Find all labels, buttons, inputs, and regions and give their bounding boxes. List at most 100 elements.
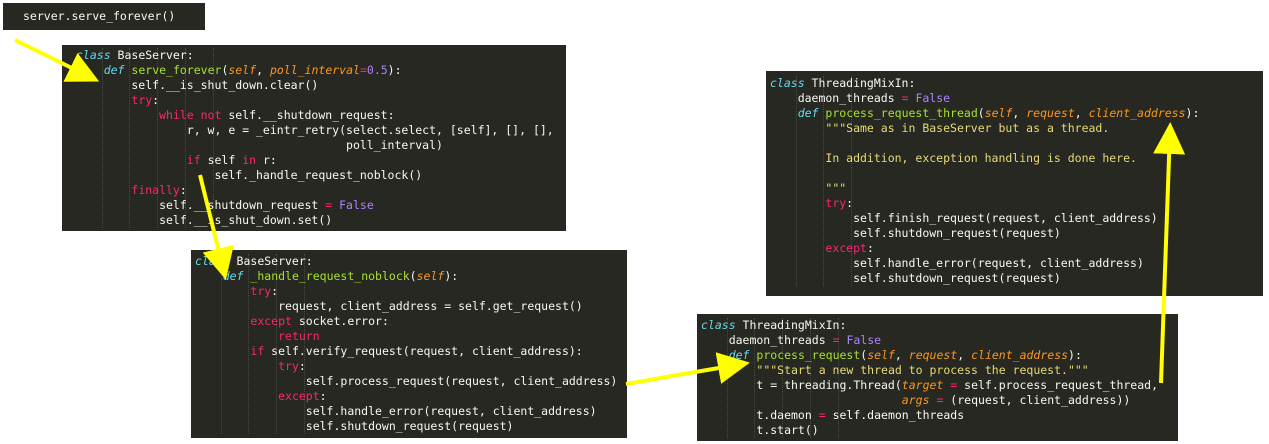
code-token [701, 348, 729, 362]
code-line: """ [770, 181, 1199, 196]
code-token: = [936, 393, 944, 407]
code-token: (request, client_address)) [943, 393, 1131, 407]
indent-guide [809, 318, 811, 438]
code-token: self.__shutdown_request: [221, 108, 395, 122]
code-panel-process-request: class ThreadingMixIn: daemon_threads = F… [697, 314, 1178, 441]
code-token: ( [221, 63, 229, 77]
code-line: self.handle_error(request, client_addres… [195, 404, 617, 419]
code-line: self.shutdown_request(request) [195, 419, 617, 434]
indent-guide [754, 318, 756, 438]
code-line: def serve_forever(self, poll_interval=0.… [76, 63, 554, 78]
code-token: finally [131, 183, 180, 197]
code-token: self.process_request(request, client_add… [195, 374, 618, 388]
code-token [770, 181, 825, 195]
code-token: self.handle_error(request, client_addres… [195, 404, 597, 418]
code-line: server.serve_forever() [23, 9, 175, 24]
indent-guide [823, 76, 825, 286]
code-line: args = (request, client_address)) [701, 393, 1158, 408]
code-line: while not self.__shutdown_request: [76, 108, 554, 123]
code-line: self.shutdown_request(request) [770, 271, 1199, 286]
code-token: ( [977, 106, 985, 120]
code-token: : [152, 93, 160, 107]
code-token: = [359, 63, 367, 77]
code-token: client_address [1088, 106, 1186, 120]
code-token: try [278, 359, 299, 373]
code-token: args [901, 393, 930, 407]
code-line: try: [770, 196, 1199, 211]
code-token: self [228, 63, 257, 77]
code-token [195, 359, 278, 373]
code-token: self.__shutdown_request [76, 198, 326, 212]
code-token: : [319, 389, 327, 403]
code-line: self.process_request(request, client_add… [195, 374, 618, 389]
code-token [195, 389, 278, 403]
code-panel-serve-forever: class BaseServer: def serve_forever(self… [62, 45, 566, 231]
code-line [770, 166, 1199, 181]
code-token: self [867, 348, 895, 362]
code-token: ): [387, 63, 402, 77]
code-token: self [984, 106, 1013, 120]
code-token: _handle_request_noblock [250, 269, 410, 283]
code-token: self.__is_shut_down.clear() [76, 78, 319, 92]
indent-guide [303, 254, 305, 434]
code-token: ( [409, 269, 417, 283]
code-token [701, 393, 902, 407]
code-line: class ThreadingMixIn: [701, 318, 1158, 333]
code-token [195, 329, 278, 343]
code-token: ThreadingMixIn: [804, 76, 916, 90]
code-line: poll_interval) [76, 138, 554, 153]
code-panel-handle-request-noblock: class BaseServer: def _handle_request_no… [191, 250, 627, 438]
code-line: """Same as in BaseServer but as a thread… [770, 121, 1199, 136]
code-line: self.shutdown_request(request) [770, 226, 1199, 241]
indent-guide [157, 48, 159, 228]
code-token [195, 344, 250, 358]
code-token: except [250, 314, 292, 328]
code-line: daemon_threads = False [770, 91, 1199, 106]
indent-guide [782, 318, 784, 438]
code-block: server.serve_forever() [23, 9, 175, 24]
code-line: request, client_address = self.get_reque… [195, 299, 617, 314]
code-line: except socket.error: [195, 314, 617, 329]
code-line: def _handle_request_noblock(self): [195, 269, 617, 284]
code-token: self.handle_error(request, client_addres… [770, 256, 1144, 270]
code-token: : [866, 241, 874, 255]
code-token: try [131, 93, 153, 107]
code-panel-call: server.serve_forever() [3, 3, 205, 30]
code-token [76, 153, 187, 167]
code-token: while not [159, 108, 222, 122]
code-token: except [278, 389, 320, 403]
code-line: In addition, exception handling is done … [770, 151, 1199, 166]
code-token: self.shutdown_request(request) [195, 419, 514, 433]
code-token: """Same as in BaseServer but as a thread… [825, 121, 1110, 135]
code-line: class BaseServer: [76, 48, 554, 63]
code-token: self.shutdown_request(request) [770, 271, 1061, 285]
code-token: process_request_thread [825, 106, 978, 120]
code-token [770, 241, 825, 255]
code-line: class BaseServer: [195, 254, 617, 269]
code-token: self.daemon_threads [825, 408, 965, 422]
code-line: self._handle_request_noblock() [76, 168, 554, 183]
code-token: , [1074, 106, 1089, 120]
indent-guide [184, 48, 186, 228]
code-token [76, 108, 159, 122]
code-line: try: [195, 359, 617, 374]
indent-guide [212, 48, 214, 228]
code-line: finally: [76, 183, 554, 198]
code-token: , [957, 348, 972, 362]
code-token: = [818, 408, 826, 422]
code-token: ): [1185, 106, 1200, 120]
code-line: t.start() [701, 423, 1158, 438]
code-token: r, w, e = _eintr_retry(select.select, [s… [76, 123, 554, 137]
code-line: return [195, 329, 617, 344]
code-token: False [846, 333, 882, 347]
code-line: self.__is_shut_down.set() [76, 213, 554, 228]
code-token [770, 196, 825, 210]
code-token: class [195, 254, 230, 268]
code-line: if self.verify_request(request, client_a… [195, 344, 617, 359]
indent-guide [795, 76, 797, 286]
code-token: socket.error: [291, 314, 389, 328]
code-token: self.verify_request(request, client_addr… [264, 344, 583, 358]
code-token: , [256, 63, 270, 77]
code-token: class [701, 318, 736, 332]
code-token: = [950, 378, 958, 392]
